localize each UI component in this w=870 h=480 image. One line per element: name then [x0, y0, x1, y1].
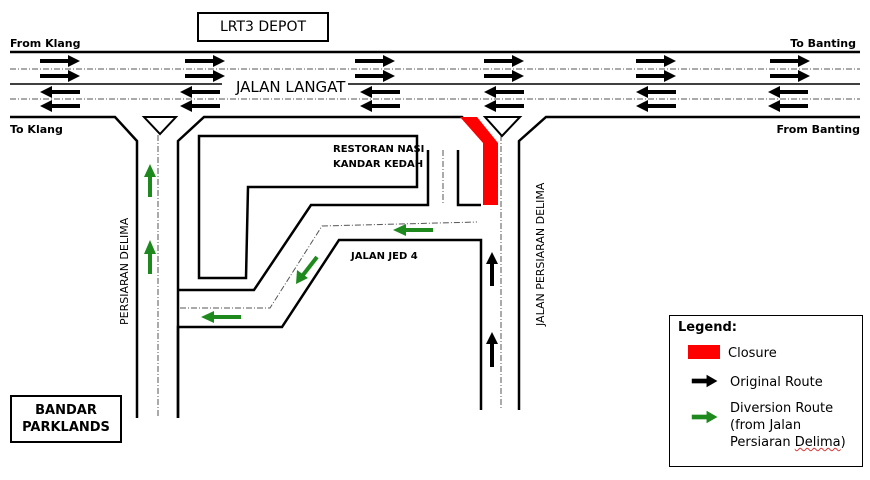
westbound-lane-arrow: [484, 86, 524, 98]
legend-item-closure: Closure: [688, 345, 777, 362]
westbound-lane-arrow: [636, 100, 676, 112]
label-to-banting: To Banting: [790, 37, 856, 50]
legend-diversion-line3c: ): [840, 435, 846, 450]
original-route-arrow-north-2: [486, 332, 498, 367]
closure-swatch-icon: [688, 345, 720, 359]
westbound-lane-arrow: [360, 100, 400, 112]
legend-item-original-route: Original Route: [688, 374, 823, 391]
legend-diversion-line3a: Persiaran: [730, 435, 795, 450]
label-restoran-line2: KANDAR KEDAH: [333, 159, 423, 170]
eastbound-lane-arrow: [484, 70, 524, 82]
westbound-lane-arrow: [484, 100, 524, 112]
bandar-parklands-line2: PARKLANDS: [22, 420, 110, 435]
legend-diversion-line1: Diversion Route: [730, 401, 834, 416]
original-route-arrow-icon: [691, 374, 718, 388]
original-route-arrow-north-1: [486, 252, 498, 286]
westbound-lane-arrow: [40, 86, 80, 98]
westbound-lane-arrow: [40, 100, 80, 112]
eastbound-lane-arrow: [185, 70, 225, 82]
label-jalan-jed4: JALAN JED 4: [350, 251, 418, 262]
eastbound-lane-arrow: [355, 70, 395, 82]
bandar-parklands-label: BANDAR PARKLANDS: [10, 395, 122, 443]
eastbound-lane-arrow: [636, 70, 676, 82]
diversion-route-arrow-icon: [691, 410, 718, 424]
south-edge-middle-segment: [176, 115, 488, 418]
westbound-lane-arrow: [180, 100, 220, 112]
label-restoran-line1: RESTORAN NASI: [333, 144, 424, 155]
eastbound-arrows: [40, 55, 810, 82]
south-edge-west-segment: [10, 115, 139, 418]
eastbound-lane-arrow: [770, 70, 810, 82]
legend-diversion-line3b: Delima: [794, 435, 841, 450]
diversion-arrow-jed4-west: [393, 224, 433, 236]
jed4-north-edge: [178, 150, 430, 292]
label-from-klang: From Klang: [10, 37, 81, 50]
label-jalan-langat: JALAN LANGAT: [235, 78, 346, 96]
legend-diversion-line2: (from Jalan: [730, 418, 802, 433]
jed4-south-edge: [176, 238, 483, 418]
diversion-arrow-persiaran-north-1: [144, 164, 156, 197]
lrt3-depot-label: LRT3 DEPOT: [197, 12, 329, 42]
yield-triangle-east: [482, 116, 523, 138]
eastbound-lane-arrow: [185, 55, 225, 67]
bandar-parklands-line1: BANDAR: [35, 403, 97, 418]
legend-diversion-line3: Persiaran Delima): [730, 434, 846, 451]
eastbound-lane-arrow: [770, 55, 810, 67]
diversion-arrow-jed4-exit-west: [201, 311, 241, 323]
eastbound-lane-arrow: [355, 55, 395, 67]
label-to-klang: To Klang: [10, 123, 63, 136]
westbound-arrows: [40, 86, 808, 112]
eastbound-lane-arrow: [40, 55, 80, 67]
legend-closure-label: Closure: [728, 346, 777, 361]
westbound-lane-arrow: [360, 86, 400, 98]
diversion-arrow-persiaran-north-2: [144, 240, 156, 274]
jed4-centerline: [180, 221, 478, 309]
side-lot-outline: [456, 150, 481, 207]
legend-box: Legend: Closure Original Route Diversion…: [669, 315, 863, 467]
restoran-building-outline: [197, 134, 419, 280]
diversion-arrow-jed4-diagonal: [296, 255, 319, 284]
legend-diversion-label: Diversion Route (from Jalan Persiaran De…: [730, 400, 846, 451]
eastbound-lane-arrow: [484, 55, 524, 67]
eastbound-lane-arrow: [40, 70, 80, 82]
westbound-lane-arrow: [768, 100, 808, 112]
label-jalan-persiaran-delima: JALAN PERSIARAN DELIMA: [534, 182, 547, 327]
jalan-langat-label-bg: [225, 76, 345, 96]
south-edge-east-segment: [517, 115, 860, 410]
westbound-lane-arrow: [768, 86, 808, 98]
eastbound-lane-arrow: [636, 55, 676, 67]
legend-title: Legend:: [678, 320, 737, 335]
westbound-lane-arrow: [636, 86, 676, 98]
westbound-lane-arrow: [180, 86, 220, 98]
legend-original-route-label: Original Route: [730, 375, 823, 390]
closure-area: [460, 117, 498, 205]
yield-triangle-west: [141, 116, 179, 136]
label-persiaran-delima: PERSIARAN DELIMA: [118, 217, 131, 325]
legend-item-diversion-route: Diversion Route (from Jalan Persiaran De…: [688, 400, 846, 451]
label-from-banting: From Banting: [777, 123, 860, 136]
